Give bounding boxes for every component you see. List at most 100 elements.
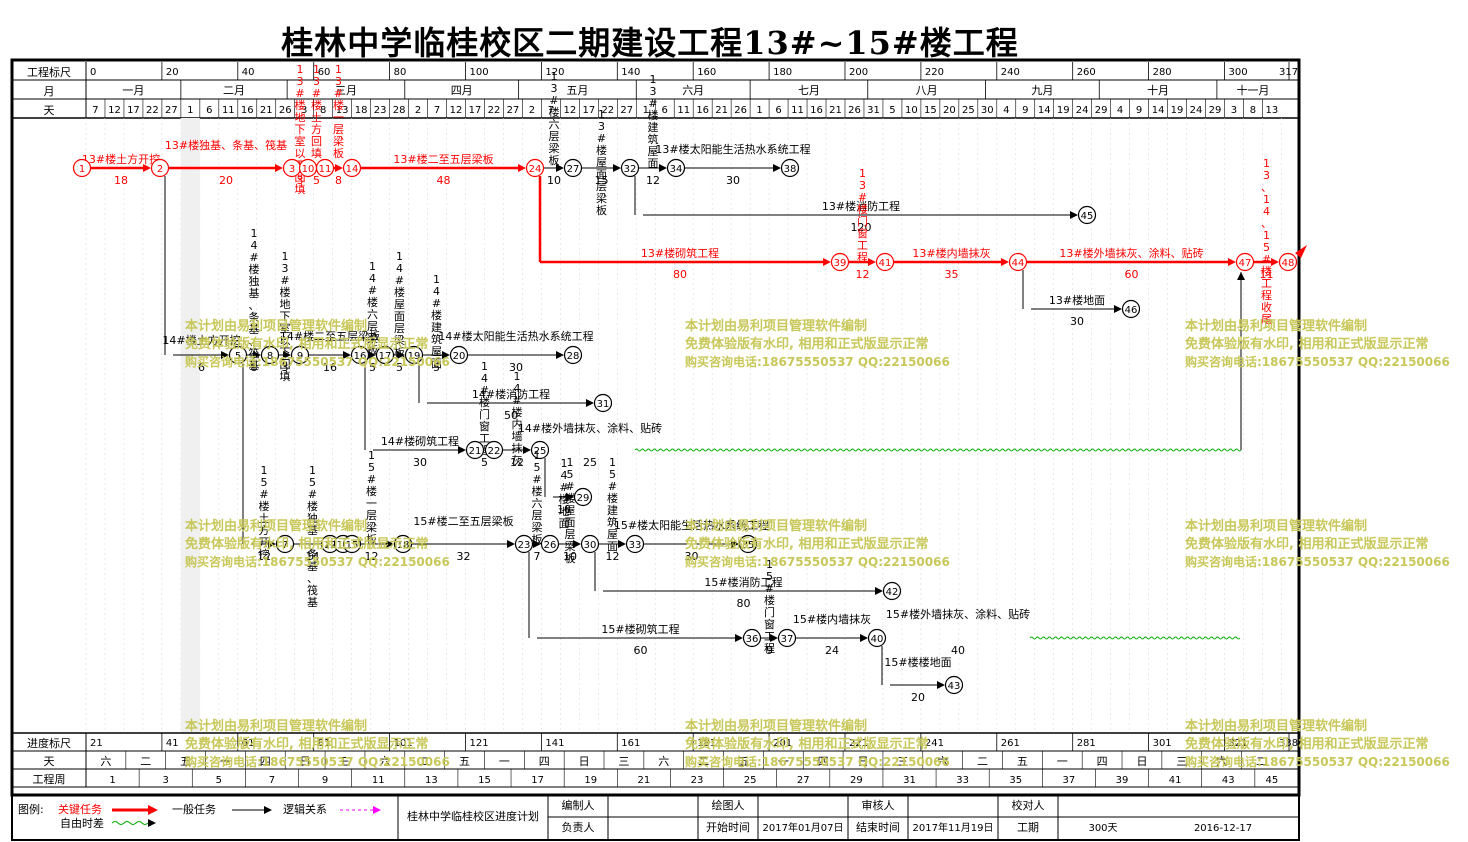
activity-duration: 40 [951,644,965,657]
vertical-label-char: 屋 [648,145,659,158]
progress-tick-label: 181 [697,738,716,749]
vertical-label-char: 1 [335,63,342,76]
arrow-head [659,164,667,172]
arrow-head [533,540,541,548]
vertical-label-char: 板 [596,203,607,217]
activity-duration: 12 [257,550,271,563]
vertical-label-char: 条 [307,547,318,561]
network-node [530,440,550,460]
day-cell: 21 [829,105,842,116]
network-node [540,534,560,554]
activity-duration: 60 [1125,268,1139,281]
scale-tick-label: 160 [697,67,716,78]
vertical-label-char: 面 [431,357,442,370]
network-node-label: 9 [297,351,303,362]
activity-duration: 30 [1070,315,1084,328]
network-node [1278,252,1298,272]
activity-label: 15#楼独基、条基、筏基 [307,464,318,609]
arrow-head [442,351,450,359]
activity-duration: 12 [365,550,379,563]
day-cell: 21 [715,105,728,116]
vertical-label-char: 面 [394,310,405,323]
network-node-label: 41 [879,258,892,269]
vertical-label-char: 1 [261,464,268,477]
network-node [514,534,534,554]
network-node-label: 43 [948,681,961,692]
scale-label: 工程标尺 [27,65,71,79]
arrow-head [860,634,868,642]
activity-label: 15#楼二至五层梁板 [413,514,513,528]
day-cell: 14 [1152,105,1165,116]
vertical-label-char: # [259,488,268,501]
vertical-label-char: 5 [368,461,375,474]
vertical-label-char: 下 [280,310,291,323]
day-cell: 6 [206,105,212,116]
vertical-label-char: 板 [366,532,377,546]
network-node-label: 17 [379,351,392,362]
duration-label: 工期 [1017,821,1039,834]
network-node [1077,205,1097,225]
day-cell: 26 [734,105,747,116]
vertical-label-char: 尾 [1261,313,1272,326]
month-label-cell: 二月 [223,84,245,97]
vertical-label-char: 层 [394,322,405,335]
network-node [777,628,797,648]
network-node-label: 21 [469,446,482,457]
month-label-cell: 九月 [1031,84,1053,97]
watermark-line: 免费体验版有水印, 相用和正式版显示正常 [185,736,428,752]
weekday-cell: 二 [977,755,988,768]
vertical-label-char: # [280,274,289,287]
vertical-label-char: 1 [514,370,521,383]
vertical-label-char: 、 [307,572,318,585]
arrow-head [573,540,581,548]
network-node [780,158,800,178]
network-node-label: 38 [784,164,797,175]
network-node [484,440,504,460]
owner-label: 负责人 [562,820,595,834]
scale-tick-label: 140 [621,67,640,78]
vertical-label-char: 1 [309,464,316,477]
vertical-label-char: 楼 [648,108,659,122]
arrow-head [613,164,621,172]
progress-tick-label: 81 [318,738,331,749]
day-cell: 24 [1190,105,1203,116]
vertical-label-char: # [512,394,521,407]
progress-tick-label: 201 [773,738,792,749]
day-cell: 12 [108,105,121,116]
watermark-line: 本计划由易利项目管理软件编制 [685,718,867,734]
network-node [525,158,545,178]
vertical-label-char: 5 [534,461,541,474]
legend-normal-label: 一般任务 [172,803,216,816]
week-cell: 35 [1009,775,1022,786]
legend-normal-arrow [264,806,272,814]
weekday-cell: 日 [858,755,869,768]
duration-value: 300天 [1088,823,1117,834]
activity-duration: 18 [114,174,128,187]
vertical-label-char: 面 [607,540,618,553]
vertical-label-char: # [597,132,606,145]
watermark-line: 购买咨询电话:18675550537 QQ:22150066 [1185,754,1450,769]
vertical-label-char: 板 [549,153,560,167]
watermark-line: 本计划由易利项目管理软件编制 [685,518,867,534]
day-cell: 27 [165,105,178,116]
progress-tick-label: 321 [1228,738,1247,749]
vertical-label-char: 面 [565,516,576,529]
activity-label: 14#楼土方开挖 [162,333,240,347]
vertical-label-char: 挖 [259,547,270,561]
vertical-label-char: 层 [549,130,560,143]
weekday-cell: 五 [180,755,191,768]
network-node [742,628,762,648]
arrow-head [283,351,291,359]
vertical-label-char: 、 [1261,217,1272,230]
network-node-label: 45 [1081,211,1094,222]
day-cell: 7 [434,105,440,116]
progress-tick-label: 41 [166,738,179,749]
activity-duration: 24 [825,644,839,657]
reviewer-label: 审核人 [862,798,895,812]
activity-duration: 12 [606,550,620,563]
scale-tick-label: 240 [1001,67,1020,78]
arrow-head [1114,305,1122,313]
activity-duration: 12 [646,174,660,187]
scale-tick-label: 100 [469,67,488,78]
